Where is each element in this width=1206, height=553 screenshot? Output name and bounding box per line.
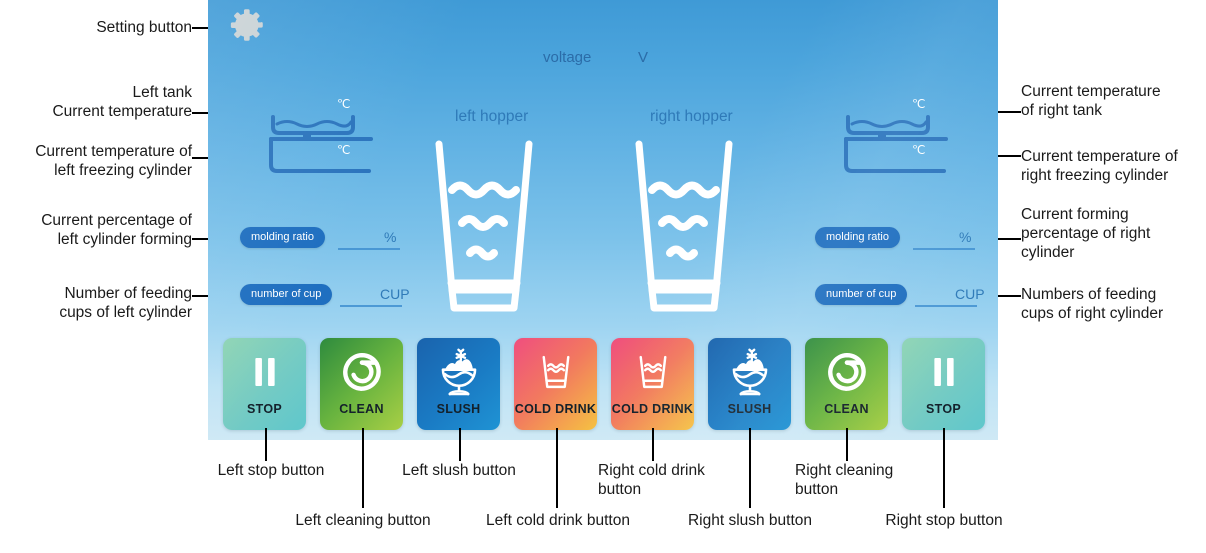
annotation-left-tank-temperature: Left tank Current temperature (52, 84, 192, 120)
annotation-right-cup-count: Numbers of feeding cups of right cylinde… (1021, 286, 1164, 322)
shutter-icon (823, 347, 871, 397)
leader-left-cleaning-button (362, 428, 364, 508)
leader-right-slush-button (749, 428, 751, 508)
tank-cylinder-icon (269, 115, 373, 173)
annotation-right-molding-percentage: Current forming percentage of right cyli… (1021, 206, 1151, 261)
right-tank-temperature-unit: ℃ (912, 97, 926, 111)
annotation-left-cup-count: Number of feeding cups of left cylinder (59, 285, 192, 321)
button-caption: STOP (925, 402, 961, 416)
left-molding-ratio-label: molding ratio (240, 227, 325, 248)
left-tank-temperature-unit: ℃ (337, 97, 351, 111)
left-molding-ratio-unit: % (384, 229, 397, 245)
annotation-right-cleaning-button: Right cleaning button (795, 462, 894, 498)
shutter-icon (338, 347, 386, 397)
left-cleaning-button[interactable]: CLEAN (320, 338, 403, 430)
leader-right-stop-button (943, 428, 945, 508)
right-hopper-label: right hopper (650, 108, 733, 125)
annotation-right-slush-button: Right slush button (687, 512, 813, 529)
left-hopper-label: left hopper (455, 108, 529, 125)
button-caption: STOP (246, 402, 282, 416)
leader-right-cold-drink-button (652, 428, 654, 461)
pause-icon (241, 347, 289, 397)
left-hopper-graphic (430, 138, 538, 318)
annotation-right-tank-temperature: Current temperature of right tank (1021, 83, 1161, 119)
right-cup-count-label: number of cup (815, 284, 908, 305)
left-cup-count-label: number of cup (240, 284, 333, 305)
right-slush-button[interactable]: SLUSH (708, 338, 791, 430)
right-hopper-graphic (630, 138, 738, 318)
annotation-right-stop-button: Right stop button (885, 512, 1003, 529)
cold-cup-icon (532, 347, 580, 397)
sundae-icon (726, 347, 774, 397)
right-cup-count-value-line (915, 305, 977, 307)
left-cup-count-readout[interactable]: number of cup CUP (240, 284, 410, 308)
left-cup-count-unit: CUP (380, 286, 410, 302)
annotation-setting-button: Setting button (96, 19, 192, 36)
right-cleaning-button[interactable]: CLEAN (805, 338, 888, 430)
leader-right-cleaning-button (846, 428, 848, 461)
voltage-label: voltage (543, 49, 592, 66)
left-tank-indicator[interactable]: ℃ ℃ (265, 97, 377, 182)
left-cold-drink-button[interactable]: COLD DRINK (514, 338, 597, 430)
annotation-left-cleaning-button: Left cleaning button (295, 512, 431, 529)
annotation-left-slush-button: Left slush button (402, 462, 516, 479)
control-button-bar: STOP (208, 324, 998, 440)
right-cup-count-readout[interactable]: number of cup CUP (815, 284, 985, 308)
cold-cup-icon (629, 347, 677, 397)
left-cylinder-temperature-unit: ℃ (337, 143, 351, 157)
voltage-unit: V (638, 49, 649, 66)
button-caption: COLD DRINK (611, 402, 694, 416)
annotation-right-cold-drink-button: Right cold drink button (598, 462, 705, 498)
setting-button[interactable] (228, 6, 266, 44)
left-cup-count-value-line (340, 305, 402, 307)
button-caption: SLUSH (727, 402, 772, 416)
button-caption: CLEAN (339, 402, 384, 416)
button-caption: COLD DRINK (514, 402, 597, 416)
annotation-right-cylinder-temperature: Current temperature of right freezing cy… (1021, 148, 1178, 184)
left-molding-ratio-readout[interactable]: molding ratio % (240, 227, 400, 251)
annotation-left-stop-button: Left stop button (217, 462, 325, 479)
right-stop-button[interactable]: STOP (902, 338, 985, 430)
right-tank-indicator[interactable]: ℃ ℃ (840, 97, 952, 182)
leader-left-slush-button (459, 428, 461, 461)
right-molding-ratio-readout[interactable]: molding ratio % (815, 227, 975, 251)
right-molding-ratio-unit: % (959, 229, 972, 245)
left-molding-ratio-value-line (338, 248, 400, 250)
gear-icon (230, 9, 263, 41)
device-screen: voltage V left hopper right hopper ℃ ℃ (208, 0, 998, 440)
right-cup-count-unit: CUP (955, 286, 985, 302)
leader-left-stop-button (265, 428, 267, 461)
left-slush-button[interactable]: SLUSH (417, 338, 500, 430)
tank-cylinder-icon (844, 115, 948, 173)
button-caption: SLUSH (436, 402, 481, 416)
leader-left-cold-drink-button (556, 428, 558, 508)
right-cold-drink-button[interactable]: COLD DRINK (611, 338, 694, 430)
left-stop-button[interactable]: STOP (223, 338, 306, 430)
hopper-icon (435, 140, 533, 312)
annotation-left-cylinder-temperature: Current temperature of left freezing cyl… (35, 143, 192, 179)
annotation-left-cold-drink-button: Left cold drink button (486, 512, 630, 529)
right-molding-ratio-label: molding ratio (815, 227, 900, 248)
right-cylinder-temperature-unit: ℃ (912, 143, 926, 157)
pause-icon (920, 347, 968, 397)
annotation-left-molding-percentage: Current percentage of left cylinder form… (41, 212, 192, 248)
button-caption: CLEAN (824, 402, 869, 416)
sundae-icon (435, 347, 483, 397)
right-molding-ratio-value-line (913, 248, 975, 250)
hopper-icon (635, 140, 733, 312)
